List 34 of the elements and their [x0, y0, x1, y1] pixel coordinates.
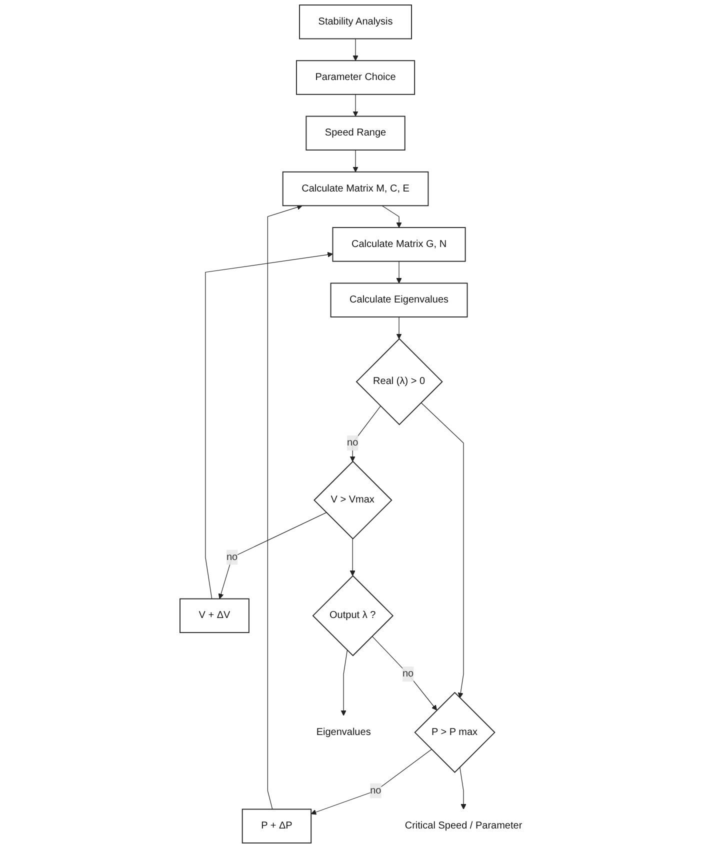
- arrow: [350, 406, 381, 462]
- node-box: Stability Analysis: [299, 4, 412, 40]
- node-box: Calculate Matrix M, C, E: [282, 171, 429, 206]
- node-box: Calculate Eigenvalues: [330, 282, 468, 318]
- node-diamond: P > P max: [414, 692, 496, 773]
- arrow: [382, 205, 402, 228]
- node-box: P + ΔP: [242, 808, 312, 844]
- edge-label: no: [347, 437, 358, 448]
- arrow: [205, 252, 334, 600]
- node-text: Critical Speed / Parameter: [404, 820, 522, 832]
- arrow: [310, 749, 432, 815]
- node-box: Calculate Matrix G, N: [332, 227, 466, 262]
- arrow: [396, 261, 402, 284]
- arrow: [352, 94, 358, 117]
- arrow: [352, 38, 358, 61]
- arrow: [460, 766, 466, 810]
- node-diamond: Real (λ) > 0: [356, 338, 443, 426]
- arrow: [267, 204, 302, 810]
- node-text: Eigenvalues: [316, 726, 371, 738]
- node-diamond: V > Vmax: [314, 460, 392, 540]
- arrow: [352, 150, 358, 172]
- arrow: [350, 538, 356, 576]
- arrow: [420, 402, 464, 698]
- node-diamond: Output λ ?: [312, 575, 394, 656]
- node-box: Parameter Choice: [296, 60, 416, 95]
- arrow: [372, 636, 438, 710]
- arrow: [218, 512, 327, 600]
- edge-label: no: [402, 668, 414, 680]
- node-box: Speed Range: [306, 116, 406, 150]
- node-box: V + ΔV: [180, 598, 250, 634]
- arrow: [340, 650, 348, 716]
- edge-label: no: [226, 552, 238, 562]
- arrow: [396, 316, 402, 340]
- edge-label: no: [370, 785, 382, 796]
